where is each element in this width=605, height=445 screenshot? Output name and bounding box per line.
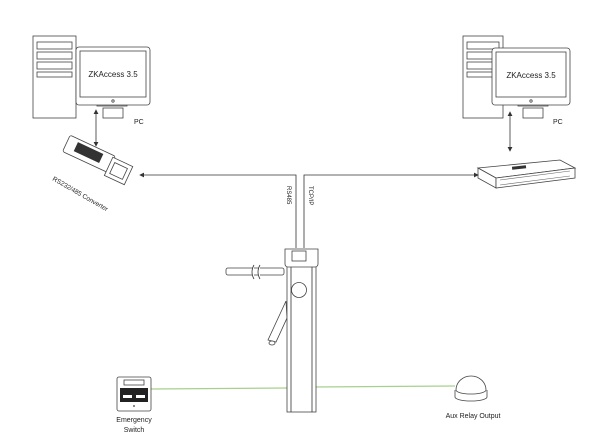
emergency-label-1: Emergency	[116, 417, 152, 424]
rs232-485-converter	[62, 135, 134, 186]
rs485-label: RS485	[285, 186, 291, 205]
aux-label: Aux Relay Output	[446, 413, 501, 420]
pc-label: PC	[134, 119, 144, 126]
left-pc: ZKAccess 3.5 PC	[32, 35, 151, 126]
aux-wire	[313, 385, 456, 388]
screen-text: ZKAccess 3.5	[506, 71, 556, 80]
rs485-line	[139, 172, 297, 248]
monitor	[491, 47, 571, 119]
screen-text: ZKAccess 3.5	[88, 70, 138, 79]
monitor	[75, 46, 151, 119]
emergency-label-2: Switch	[124, 427, 145, 434]
tcpip-line	[303, 172, 479, 248]
right-pc: ZKAccess 3.5 PC	[462, 35, 571, 126]
tcpip-label: TCP/IP	[307, 186, 313, 205]
pc-label: PC	[553, 119, 563, 126]
tripod-turnstile	[225, 248, 319, 413]
emergency-wire	[150, 387, 288, 390]
converter-label: RS232/485 Converter	[51, 176, 110, 214]
pc-tower	[32, 35, 77, 119]
aux-relay-beacon	[454, 375, 488, 402]
network-switch	[476, 159, 577, 189]
emergency-switch	[116, 376, 152, 412]
